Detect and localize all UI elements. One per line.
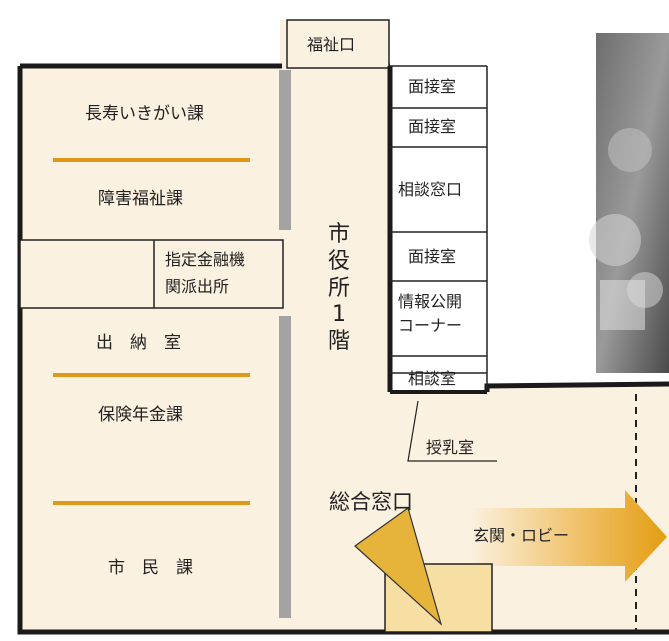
mensetsu-1-label: 面接室	[408, 77, 457, 96]
sodan-madoguchi-label: 相談窓口	[398, 180, 463, 199]
choju-ikigai-label: 長寿いきがい課	[85, 104, 204, 124]
hoken-nenkin-label: 保険年金課	[98, 405, 183, 425]
entrance-arrow	[470, 490, 667, 582]
floor-label-char: 所	[327, 275, 350, 301]
bank-label-line1: 指定金融機	[165, 250, 246, 269]
mensetsu-2-label: 面接室	[408, 117, 457, 136]
entrance-lobby-label: 玄関・ロビー	[473, 526, 570, 545]
bank-label-line2: 関派出所	[165, 277, 230, 296]
shogai-fukushi-label: 障害福祉課	[98, 189, 183, 209]
sogo-madoguchi-pointer	[354, 507, 443, 626]
junyu-label: 授乳室	[426, 438, 475, 457]
bank-block	[19, 239, 284, 309]
suito-label: 出 納 室	[96, 333, 181, 353]
shimin-label: 市 民 課	[108, 558, 193, 578]
sodanshitsu-label: 相談室	[408, 369, 457, 388]
welfare-entrance-box	[286, 19, 390, 69]
floor-label-char: 1	[332, 302, 346, 328]
partition-bottom	[279, 316, 291, 618]
welfare-entrance-label: 福祉口	[307, 35, 356, 54]
joho-label-line1: 情報公開	[398, 292, 463, 311]
lobby-photo	[589, 33, 669, 373]
mensetsu-3-label: 面接室	[408, 247, 457, 266]
sogo-madoguchi-label: 総合窓口	[329, 490, 413, 514]
joho-label-line2: コーナー	[398, 316, 463, 335]
floor-label-char: 役	[327, 248, 350, 274]
nursing-room-leader	[407, 400, 497, 462]
floor-area	[20, 20, 669, 632]
floor-label-char: 階	[327, 329, 350, 355]
section-dividers	[53, 158, 250, 505]
floor-label-char: 市	[327, 222, 350, 247]
floor-label-vertical: 市 役 所 1 階	[321, 222, 357, 356]
partition-top	[279, 70, 291, 230]
right-room-dividers	[390, 65, 487, 374]
